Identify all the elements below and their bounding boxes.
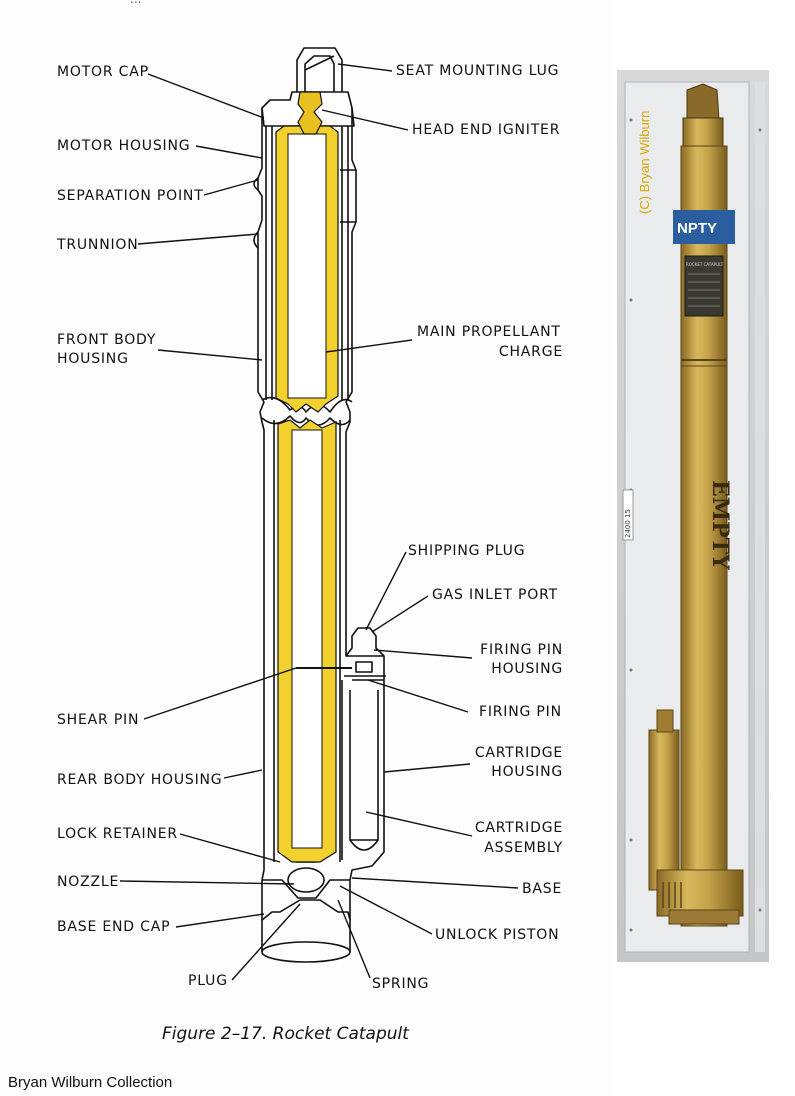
head-end-igniter-shape xyxy=(297,91,323,135)
label-base: BASE xyxy=(522,881,563,897)
catapult-diagram: ... xyxy=(57,0,563,1044)
photo-side-label: 2400 15 xyxy=(624,509,632,538)
label-firing-pin: FIRING PIN xyxy=(479,704,562,720)
label-motor-housing: MOTOR HOUSING xyxy=(57,138,191,154)
label-firing-pin-housing-line2: HOUSING xyxy=(491,661,563,677)
label-plug: PLUG xyxy=(188,973,228,989)
label-main-propellant-charge-line2: CHARGE xyxy=(498,344,563,360)
label-spring: SPRING xyxy=(372,976,430,992)
label-rear-body-housing: REAR BODY HOUSING xyxy=(57,772,223,788)
label-firing-pin-housing-line1: FIRING PIN xyxy=(480,642,563,658)
photo-empty-stencil: EMPTY xyxy=(707,480,733,570)
label-shipping-plug: SHIPPING PLUG xyxy=(408,543,526,559)
label-cartridge-housing-line2: HOUSING xyxy=(491,764,563,780)
cropped-header-text: ... xyxy=(130,0,141,6)
label-shear-pin: SHEAR PIN xyxy=(57,712,140,728)
label-lock-retainer: LOCK RETAINER xyxy=(57,826,178,842)
label-cartridge-assembly-line1: CARTRIDGE xyxy=(474,820,563,836)
label-motor-cap: MOTOR CAP xyxy=(57,64,149,80)
label-unlock-piston: UNLOCK PISTON xyxy=(435,927,560,943)
photo-blue-band xyxy=(673,210,735,244)
label-nozzle: NOZZLE xyxy=(57,874,120,890)
label-trunnion: TRUNNION xyxy=(57,237,139,253)
nozzle-shape xyxy=(287,867,325,893)
outer-housing-left xyxy=(257,108,265,920)
photo-cartridge-housing xyxy=(648,729,680,891)
label-main-propellant-charge-line1: MAIN PROPELLANT xyxy=(417,324,561,340)
collection-credit: Bryan Wilburn Collection xyxy=(8,1074,173,1091)
label-separation-point: SEPARATION POINT xyxy=(57,188,204,204)
label-cartridge-housing-line1: CARTRIDGE xyxy=(474,745,563,761)
label-front-body-housing-line1: FRONT BODY xyxy=(57,332,157,348)
figure-caption: Figure 2–17. Rocket Catapult xyxy=(162,1024,409,1044)
photo-watermark: (C) Bryan Wilburn xyxy=(637,110,652,214)
catapult-cutaway-drawing: ... xyxy=(119,0,519,981)
cartridge-housing-shape xyxy=(341,679,384,860)
base-shape xyxy=(262,879,350,899)
label-cartridge-assembly-line2: ASSEMBLY xyxy=(484,840,563,856)
photo-base xyxy=(656,869,744,917)
outer-housing-right xyxy=(345,108,385,920)
catapult-photo-drawing: 2400 15 NPTY ROCKET CATAPULT EMPTY xyxy=(617,70,769,962)
label-head-end-igniter: HEAD END IGNITER xyxy=(412,122,561,138)
photo-band-text: NPTY xyxy=(677,220,717,237)
label-base-end-cap: BASE END CAP xyxy=(57,919,171,935)
photo-seat-lug xyxy=(686,83,720,121)
label-seat-mounting-lug: SEAT MOUNTING LUG xyxy=(396,63,560,79)
photo-plate-text: ROCKET CATAPULT xyxy=(686,262,724,267)
label-gas-inlet-port: GAS INLET PORT xyxy=(432,587,558,603)
seat-mounting-lug-shape xyxy=(296,47,343,92)
label-front-body-housing-line2: HOUSING xyxy=(57,351,129,367)
catapult-photo: 2400 15 NPTY ROCKET CATAPULT EMPTY xyxy=(617,70,769,962)
